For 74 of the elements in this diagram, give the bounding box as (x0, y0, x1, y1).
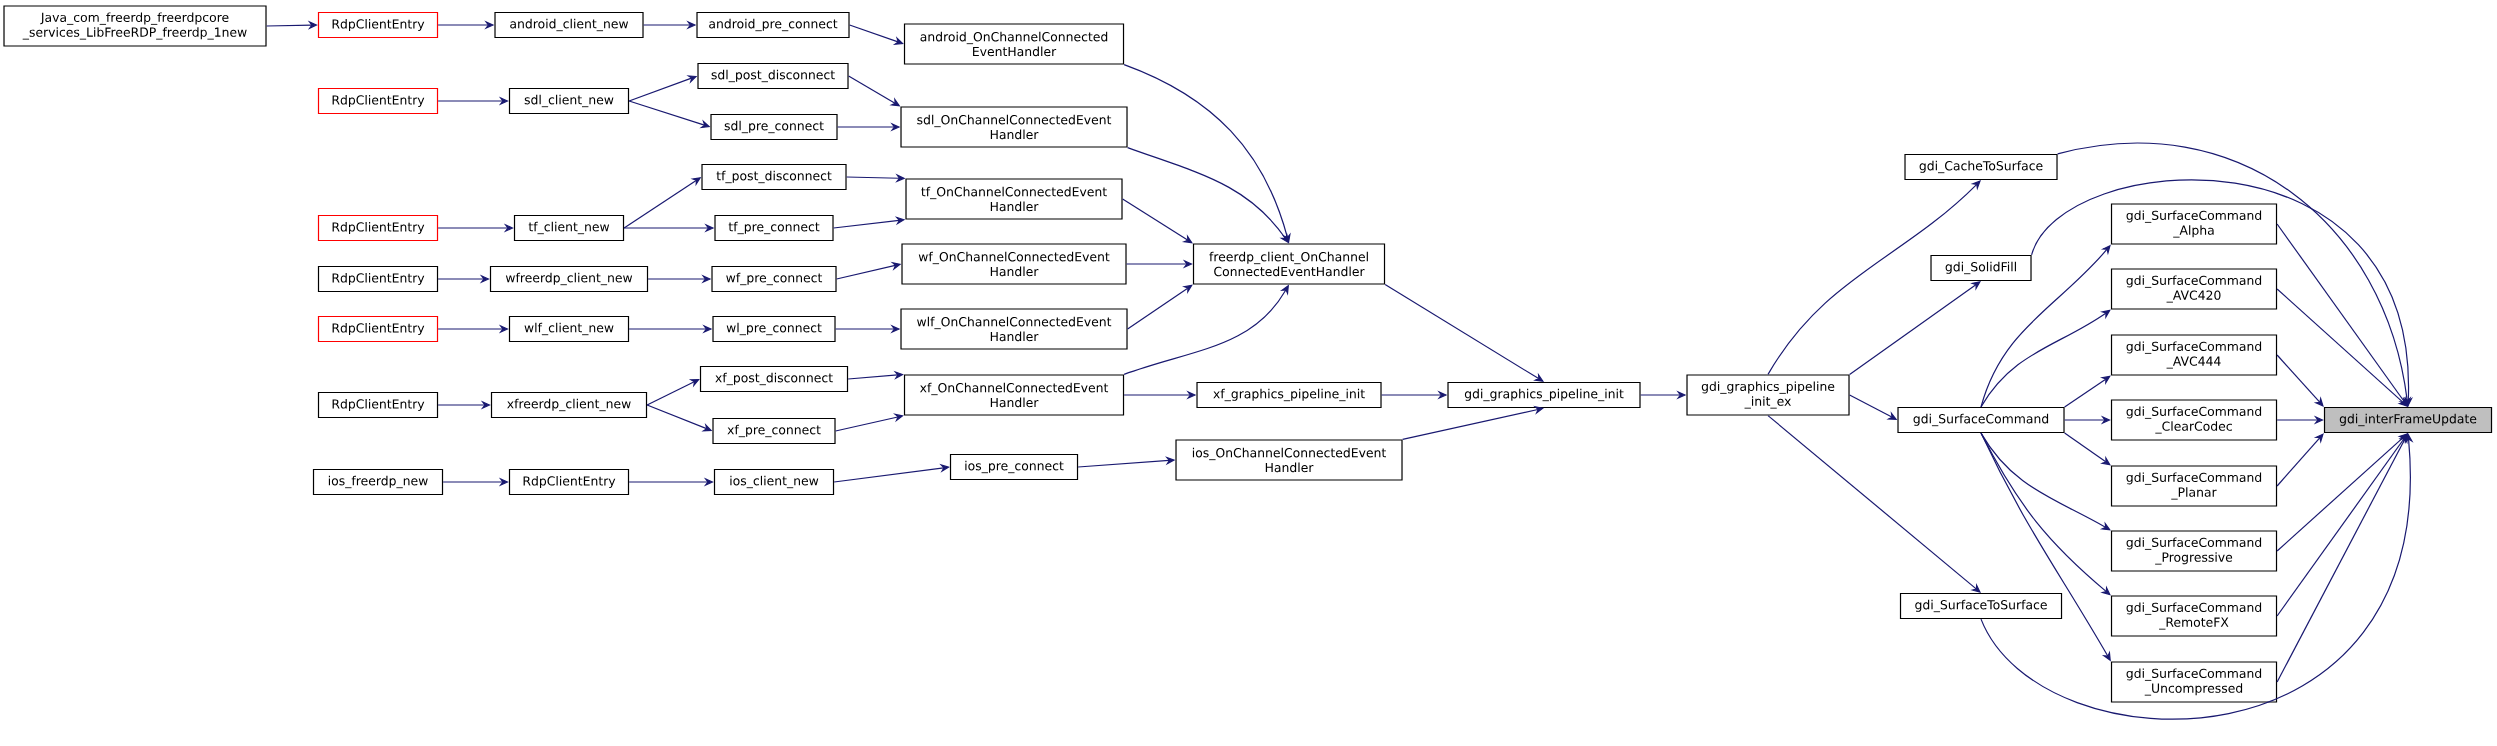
function-box: wl_pre_connect (712, 315, 836, 343)
arrow (2276, 433, 2408, 552)
function-box: android_client_new (494, 11, 644, 39)
function-box: gdi_SurfaceCommand _Alpha (2110, 203, 2278, 245)
arrow (1980, 309, 2111, 408)
function-box: gdi_interFrameUpdate (2323, 406, 2493, 434)
function-box: RdpClientEntry (508, 468, 630, 496)
function-box: android_OnChannelConnected EventHandler (903, 23, 1125, 65)
function-box: xfreerdp_client_new (490, 391, 648, 419)
function-box: sdl_pre_connect (710, 113, 838, 141)
function-box: gdi_CacheToSurface (1904, 153, 2058, 181)
function-box: sdl_OnChannelConnectedEvent Handler (900, 106, 1128, 148)
arrow (646, 379, 700, 406)
function-box: ios_OnChannelConnectedEvent Handler (1175, 439, 1403, 481)
function-box: gdi_SolidFill (1930, 254, 2032, 282)
function-box: RdpClientEntry (317, 87, 439, 115)
function-box: tf_OnChannelConnectedEvent Handler (905, 178, 1123, 220)
function-box: xf_graphics_pipeline_init (1196, 381, 1382, 409)
function-box: xf_post_disconnect (699, 365, 849, 393)
arrow (2064, 375, 2111, 408)
function-box: sdl_post_disconnect (697, 62, 849, 90)
function-box: RdpClientEntry (317, 265, 439, 293)
arrow (2276, 433, 2324, 487)
arrow (849, 24, 904, 45)
function-box: xf_OnChannelConnectedEvent Handler (903, 374, 1125, 416)
function-box: wlf_client_new (508, 315, 630, 343)
function-box: gdi_SurfaceCommand _ClearCodec (2110, 399, 2278, 441)
arrow (2276, 288, 2408, 407)
arrow (2064, 432, 2111, 466)
arrow (833, 463, 950, 483)
arrow (1402, 405, 1544, 440)
arrow (2276, 433, 2408, 683)
function-box: tf_client_new (513, 214, 625, 242)
function-box: gdi_SurfaceCommand _AVC444 (2110, 334, 2278, 376)
function-box: RdpClientEntry (317, 11, 439, 39)
function-box: tf_post_disconnect (701, 163, 847, 191)
function-box: android_pre_connect (696, 11, 850, 39)
function-box: sdl_client_new (508, 87, 630, 115)
function-box: gdi_SurfaceCommand _AVC420 (2110, 268, 2278, 310)
function-box: RdpClientEntry (317, 214, 439, 242)
function-box: gdi_SurfaceCommand _RemoteFX (2110, 595, 2278, 637)
arrow (2276, 223, 2408, 407)
function-box: ios_pre_connect (949, 453, 1079, 481)
function-box: gdi_SurfaceCommand _Uncompressed (2110, 661, 2278, 703)
function-box: wfreerdp_client_new (489, 265, 649, 293)
function-box: Java_com_freerdp_freerdpcore _services_LibFreeRDP_freerdp_1new (3, 5, 267, 47)
arrow (847, 370, 904, 380)
function-box: gdi_graphics_pipeline_init (1447, 381, 1641, 409)
function-box: wlf_OnChannelConnectedEvent Handler (900, 308, 1128, 350)
function-box: tf_pre_connect (714, 214, 834, 242)
function-box: RdpClientEntry (317, 315, 439, 343)
arrow (1980, 432, 2111, 531)
function-box: gdi_graphics_pipeline _init_ex (1686, 374, 1850, 416)
arrow (1849, 281, 1981, 375)
arrow (1767, 180, 1981, 375)
function-box: RdpClientEntry (317, 391, 439, 419)
function-box: gdi_SurfaceCommand (1897, 406, 2065, 434)
arrow (1122, 198, 1193, 244)
arrow (835, 413, 904, 432)
arrow (2276, 433, 2408, 617)
function-box: gdi_SurfaceCommand _Planar (2110, 465, 2278, 507)
function-box: ios_freerdp_new (312, 468, 444, 496)
function-box: wf_pre_connect (711, 265, 837, 293)
arrow (2031, 179, 2413, 407)
function-box: ios_client_new (713, 468, 835, 496)
function-box: gdi_SurfaceToSurface (1899, 592, 2063, 620)
function-box: freerdp_client_OnChannel ConnectedEventHandler (1192, 243, 1386, 285)
function-box: xf_pre_connect (712, 417, 836, 445)
function-box: gdi_SurfaceCommand _Progressive (2110, 530, 2278, 572)
arrow (2276, 354, 2324, 407)
arrow (1127, 284, 1193, 330)
arrow (1384, 284, 1544, 382)
arrow (1767, 415, 1981, 593)
function-box: wf_OnChannelConnectedEvent Handler (901, 243, 1127, 285)
